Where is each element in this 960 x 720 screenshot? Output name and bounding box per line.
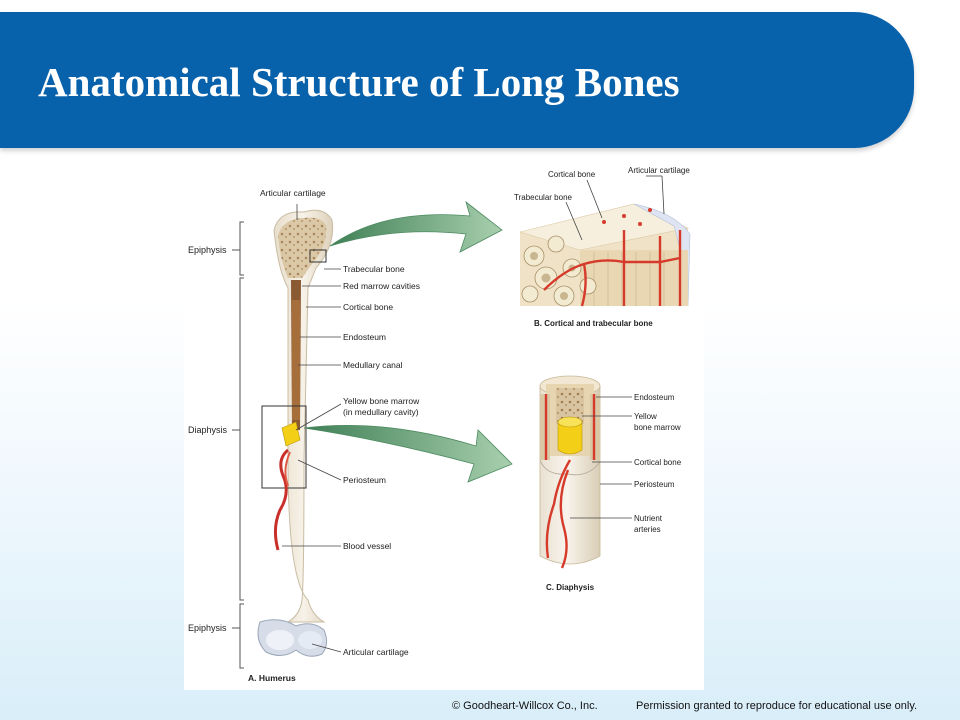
panel-b-leader-lines xyxy=(565,175,665,241)
epiphysis-top-bracket xyxy=(232,221,244,276)
humerus-leader-lines xyxy=(282,204,342,653)
caption-b: B. Cortical and trabecular bone xyxy=(534,319,653,328)
slide-title: Anatomical Structure of Long Bones xyxy=(38,59,680,105)
blood-vessel-label: Blood vessel xyxy=(343,541,391,551)
cortical-bone-label: Cortical bone xyxy=(343,302,393,312)
panel-b-articular-cartilage-label: Articular cartilage xyxy=(628,166,690,175)
panel-b-illustration xyxy=(518,203,691,307)
diaphysis-bracket xyxy=(232,277,244,601)
diaphysis-label: Diaphysis xyxy=(188,425,228,435)
caption-c: C. Diaphysis xyxy=(546,583,595,592)
caption-a: A. Humerus xyxy=(248,673,296,683)
epiphysis-bottom-label: Epiphysis xyxy=(188,623,227,633)
panel-c-bone-marrow-label: bone marrow xyxy=(634,423,681,432)
arrow-to-panel-c xyxy=(303,424,513,483)
medullary-cavity-label: (in medullary cavity) xyxy=(343,407,419,417)
arrow-to-panel-b xyxy=(329,200,503,253)
epiphysis-top-label: Epiphysis xyxy=(188,245,227,255)
endosteum-label: Endosteum xyxy=(343,332,386,342)
panel-c-yellow-label: Yellow xyxy=(634,412,657,421)
permission-notice: Permission granted to reproduce for educ… xyxy=(636,700,918,712)
diaphysis-zoom-box xyxy=(261,405,307,489)
periosteum-label: Periosteum xyxy=(343,475,386,485)
epiphysis-bottom-bracket xyxy=(232,603,244,669)
panel-c-periosteum-label: Periosteum xyxy=(634,480,675,489)
red-marrow-cavities-label: Red marrow cavities xyxy=(343,281,420,291)
yellow-bone-marrow-label: Yellow bone marrow xyxy=(343,396,420,406)
medullary-canal-label: Medullary canal xyxy=(343,360,403,370)
articular-cartilage-top-label: Articular cartilage xyxy=(260,188,326,198)
copyright-notice: © Goodheart-Willcox Co., Inc. xyxy=(452,700,598,712)
title-bar xyxy=(0,12,914,148)
humerus-illustration xyxy=(257,209,334,657)
panel-c-leader-lines xyxy=(570,396,632,519)
panel-c-arteries-label: arteries xyxy=(634,525,661,534)
panel-c-nutrient-label: Nutrient xyxy=(634,514,663,523)
trabecular-bone-label: Trabecular bone xyxy=(343,264,405,274)
panel-b-trabecular-bone-label: Trabecular bone xyxy=(514,193,573,202)
articular-cartilage-bottom-label: Articular cartilage xyxy=(343,647,409,657)
panel-c-illustration xyxy=(539,375,601,569)
trabecular-zoom-box xyxy=(309,249,327,263)
panel-b-cortical-bone-label: Cortical bone xyxy=(548,170,596,179)
panel-c-cortical-bone-label: Cortical bone xyxy=(634,458,682,467)
bone-diagram: Epiphysis Diaphysis Epiphysis xyxy=(184,160,704,690)
panel-c-endosteum-label: Endosteum xyxy=(634,393,675,402)
